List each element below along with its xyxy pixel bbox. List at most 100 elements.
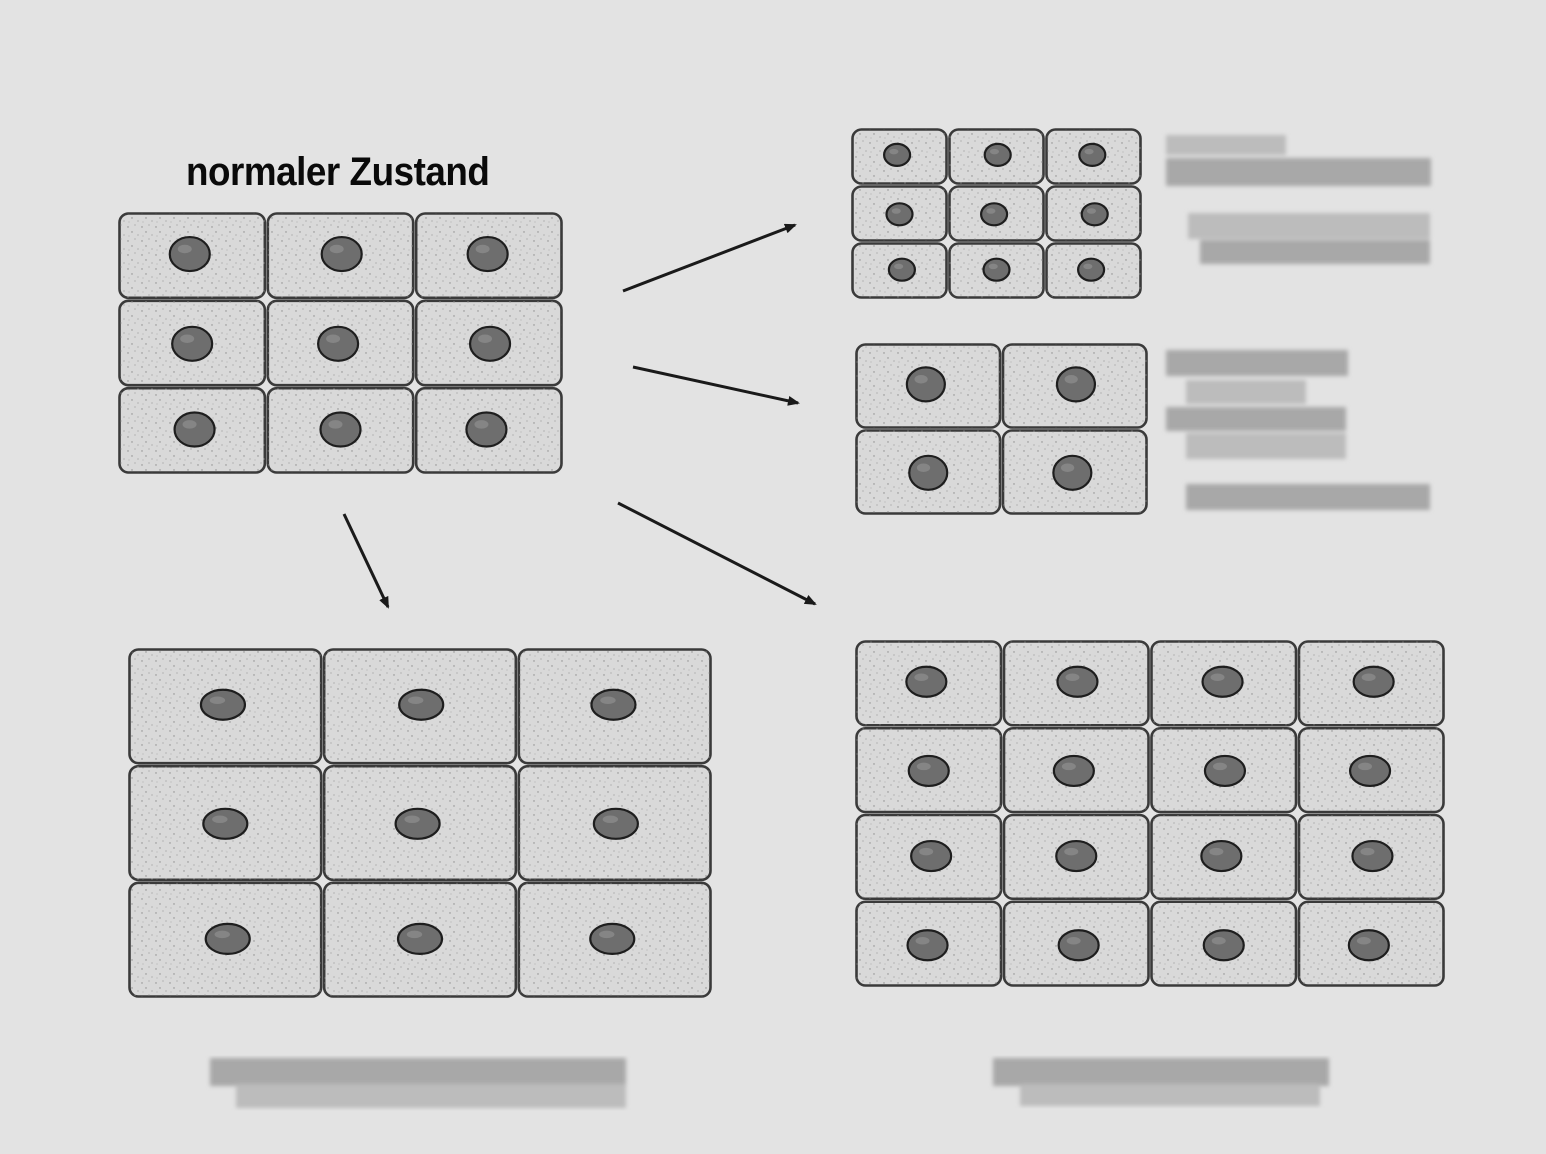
cell <box>322 764 518 882</box>
nucleus <box>202 807 249 840</box>
cell <box>1045 185 1142 242</box>
nucleus <box>590 688 637 721</box>
nucleus <box>1347 929 1390 962</box>
cell <box>1150 813 1298 901</box>
cell <box>414 386 563 474</box>
nucleus <box>905 665 948 698</box>
cell <box>851 242 948 299</box>
obscured-label-1 <box>1166 135 1431 264</box>
nucleus <box>1200 839 1243 873</box>
arrow-3 <box>617 501 817 606</box>
nucleus <box>1348 754 1392 788</box>
cell <box>1297 900 1445 987</box>
nucleus <box>168 235 211 273</box>
nucleus <box>905 366 946 403</box>
nucleus <box>319 411 362 448</box>
cell <box>266 299 415 387</box>
cell-group-normal <box>118 212 563 474</box>
nucleus <box>468 325 512 362</box>
nucleus <box>908 454 949 491</box>
cell <box>1297 726 1445 814</box>
nucleus <box>398 688 445 721</box>
nucleus <box>589 922 636 955</box>
cell <box>855 429 1002 515</box>
cell <box>118 299 267 387</box>
cell <box>855 726 1003 814</box>
nucleus <box>983 142 1012 167</box>
cell <box>1150 900 1298 987</box>
cell <box>1001 429 1148 515</box>
state-title: normaler Zustand <box>186 150 490 194</box>
cell <box>948 185 1045 242</box>
cell <box>414 299 563 387</box>
cell <box>322 648 518 765</box>
nucleus <box>199 688 247 721</box>
obscured-label-2 <box>1166 350 1430 510</box>
nucleus <box>1352 665 1395 698</box>
nucleus <box>1076 257 1106 282</box>
cell <box>128 648 323 765</box>
arrow-2 <box>632 365 800 406</box>
cell <box>1297 640 1445 727</box>
cell <box>1045 128 1142 185</box>
cell <box>517 764 712 882</box>
cell <box>855 900 1003 987</box>
nucleus <box>1203 754 1247 788</box>
nucleus <box>173 411 216 448</box>
nucleus <box>1052 754 1095 788</box>
arrow-1 <box>622 223 797 293</box>
cell <box>948 128 1045 185</box>
nucleus <box>465 411 508 448</box>
nucleus <box>396 922 444 955</box>
nucleus <box>887 257 917 282</box>
cell <box>855 813 1003 901</box>
nucleus <box>1052 454 1093 491</box>
cell <box>948 242 1045 299</box>
nucleus <box>317 325 360 362</box>
arrow-4 <box>342 513 390 609</box>
cell <box>322 881 518 998</box>
nucleus <box>320 235 363 273</box>
obscured-label-3 <box>210 1058 626 1108</box>
cell <box>414 212 563 300</box>
cell <box>517 648 712 765</box>
nucleus <box>394 807 441 840</box>
cell <box>1002 726 1150 814</box>
cell <box>118 386 267 474</box>
nucleus <box>885 202 914 227</box>
nucleus <box>592 807 639 840</box>
nucleus <box>1056 665 1099 698</box>
cell <box>1002 900 1150 987</box>
nucleus <box>882 142 912 167</box>
cell <box>851 185 948 242</box>
cell <box>1002 813 1150 901</box>
cell <box>266 212 415 300</box>
nucleus <box>1080 202 1109 227</box>
cell <box>266 386 415 474</box>
cell-group-top-right-small <box>851 128 1142 299</box>
cell <box>118 212 267 300</box>
cell <box>517 881 712 998</box>
cell <box>1150 726 1298 814</box>
nucleus <box>1055 839 1098 873</box>
nucleus <box>982 257 1011 282</box>
nucleus <box>1057 929 1100 962</box>
nucleus <box>466 235 509 273</box>
cell <box>1297 813 1445 901</box>
cell-group-bottom-right-many <box>855 640 1445 987</box>
cell-group-middle-right-large <box>855 343 1148 515</box>
cell <box>1045 242 1142 299</box>
nucleus <box>906 929 949 962</box>
cell <box>855 343 1002 429</box>
nucleus <box>1351 839 1394 873</box>
nucleus <box>910 839 953 873</box>
cell <box>851 128 948 185</box>
nucleus <box>1201 665 1244 698</box>
nucleus <box>1055 366 1097 403</box>
nucleus <box>979 202 1009 227</box>
cell <box>1150 640 1298 727</box>
nucleus <box>204 922 251 955</box>
cell <box>128 764 323 882</box>
cell-group-bottom-left-large <box>128 648 712 998</box>
